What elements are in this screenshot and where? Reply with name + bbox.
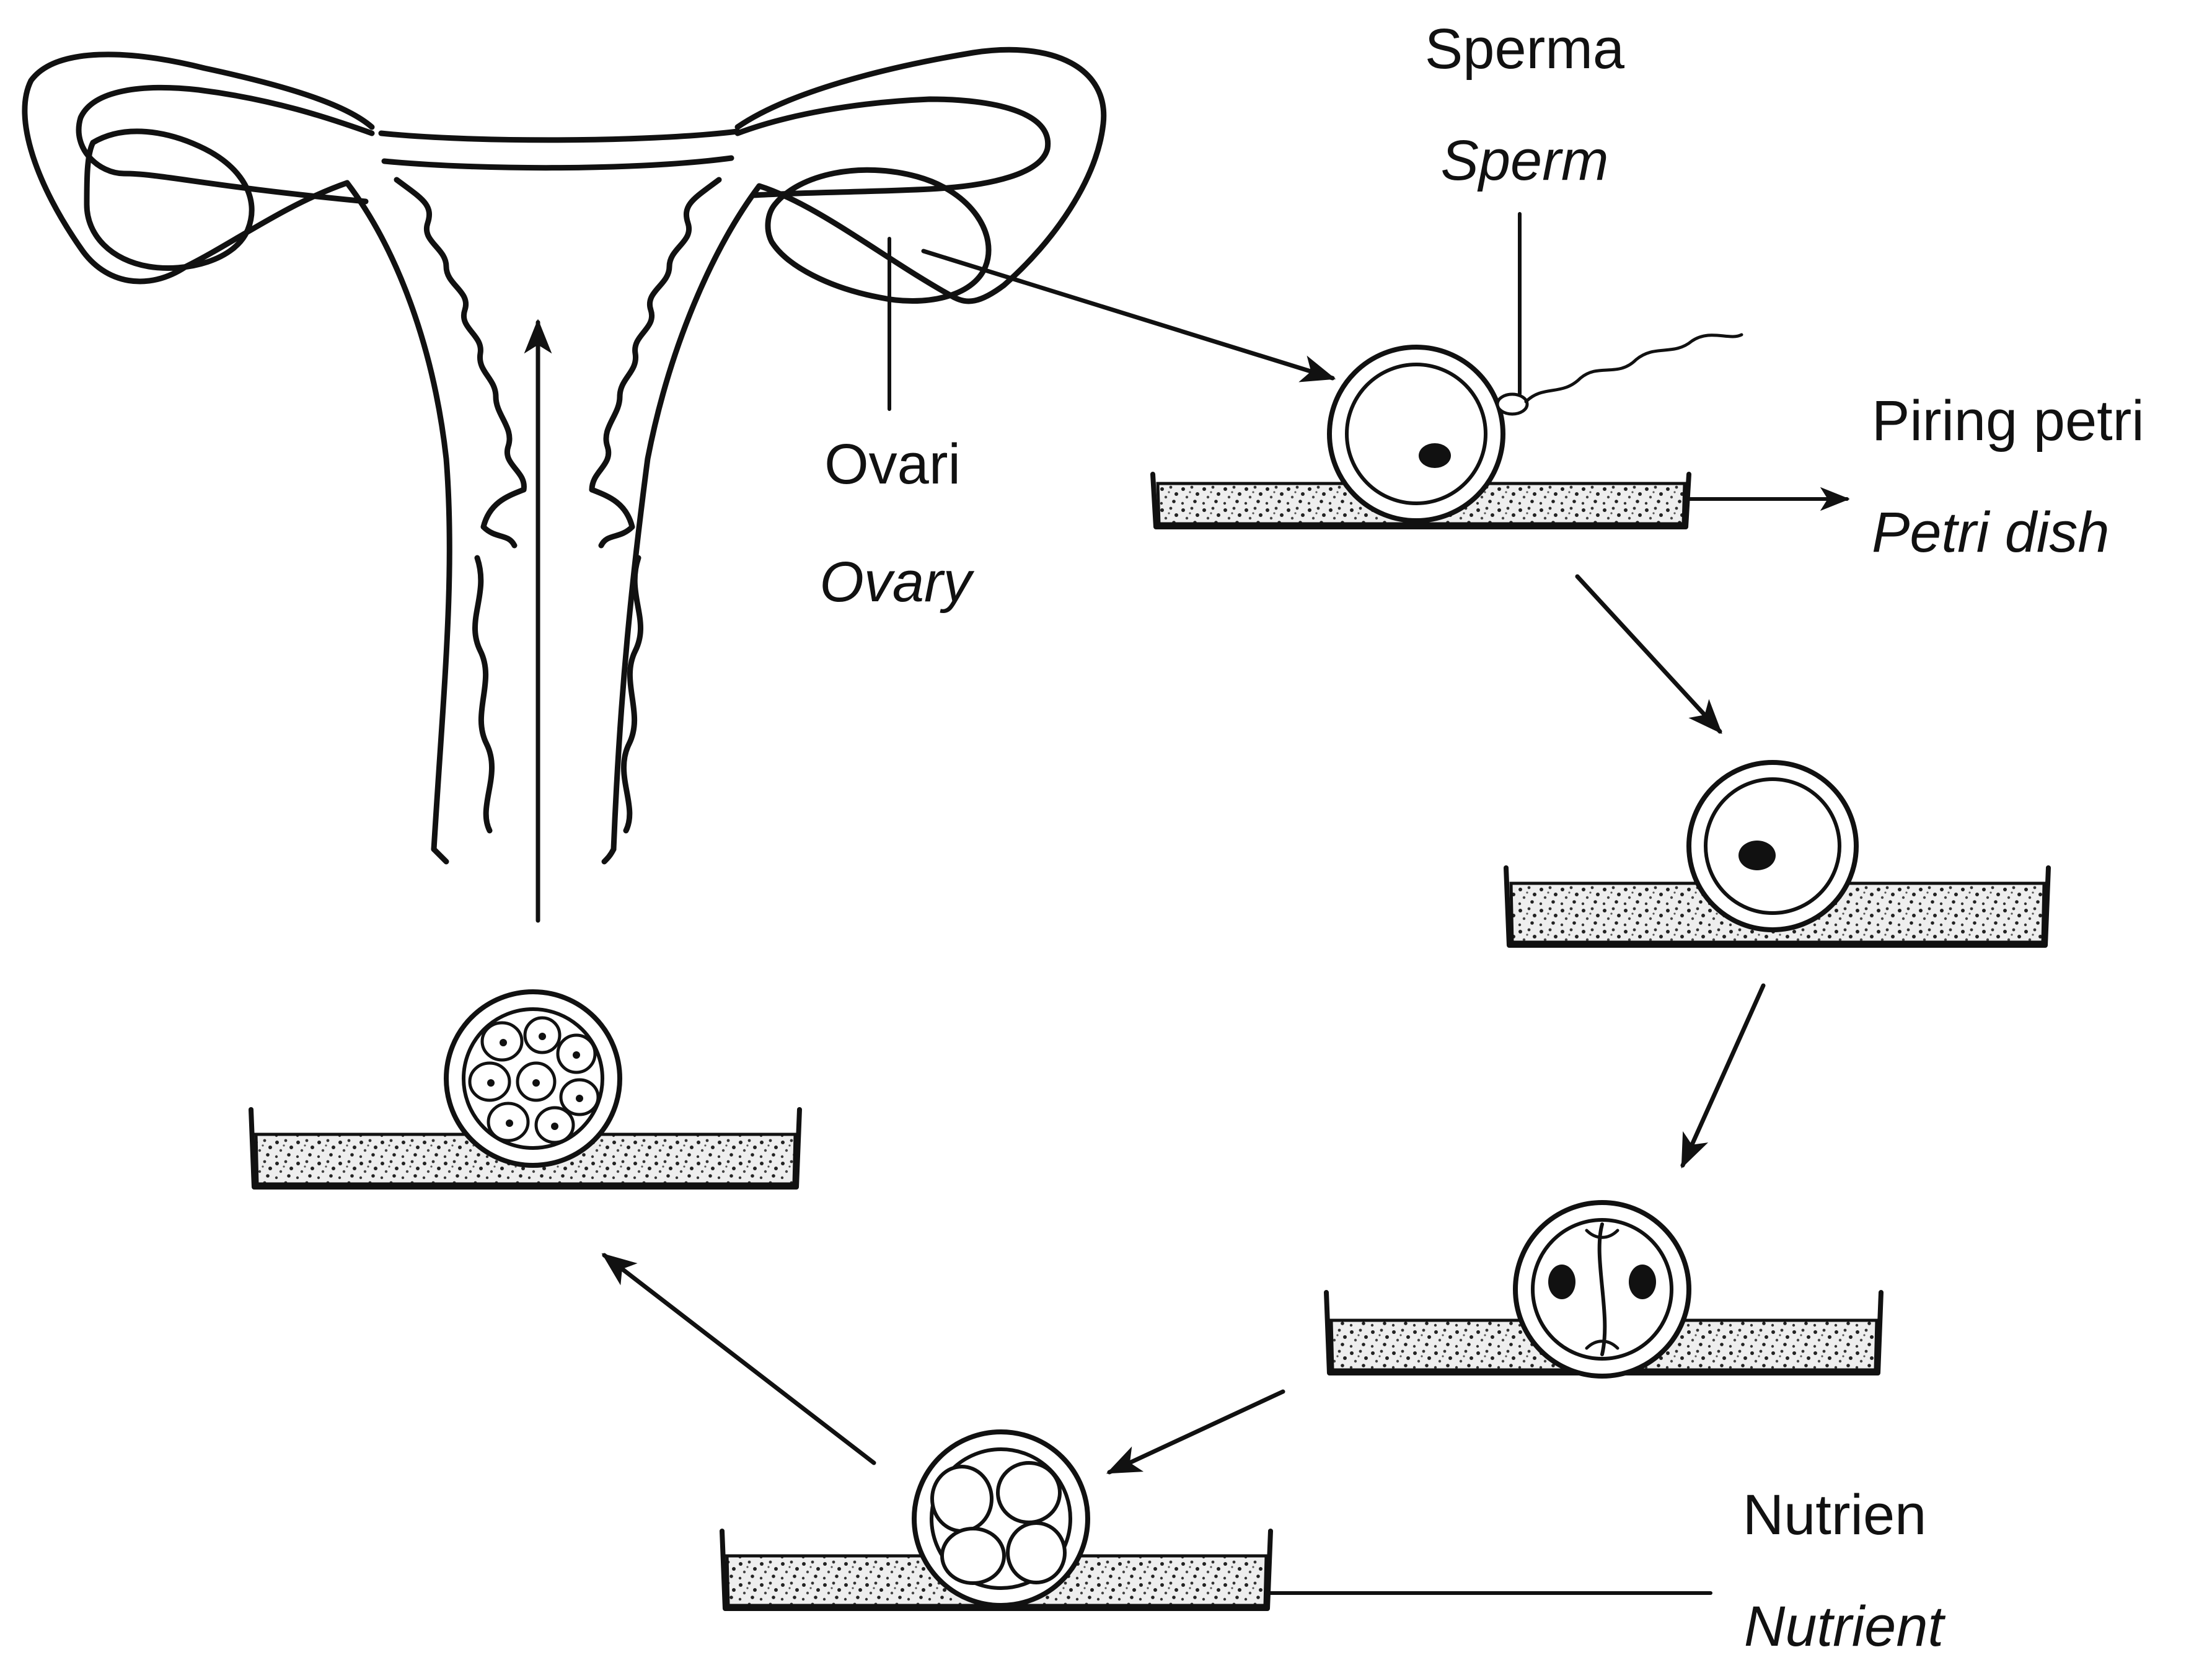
sperm-label-en: Sperm — [1441, 129, 1609, 192]
arrow-dish2-to-dish3 — [1683, 986, 1763, 1165]
zygote-membrane — [1706, 779, 1840, 913]
arrow-dish1-to-dish2 — [1577, 576, 1720, 731]
cervix — [483, 490, 632, 545]
dish-two-cell — [1326, 1203, 1881, 1376]
arrow-dish3-to-dish4 — [1109, 1392, 1283, 1472]
dish-fertilisation — [1153, 335, 1742, 527]
dish-blastocyst — [251, 992, 800, 1187]
dish-four-cell — [722, 1432, 1271, 1609]
arrow-dish4-to-dish5 — [604, 1255, 874, 1463]
blastomere-nucleus — [1629, 1265, 1656, 1299]
blastomere — [942, 1529, 1004, 1583]
sperm-label-ms: Sperma — [1425, 17, 1625, 81]
arrow-ovary-to-dish — [923, 251, 1333, 378]
ovum-membrane — [1347, 364, 1486, 503]
uterine-lining-right — [592, 180, 719, 490]
uterus-fundus — [381, 131, 738, 168]
petri-label-en: Petri dish — [1872, 501, 2110, 564]
vagina-outline — [434, 849, 614, 862]
uterine-lining-left — [397, 180, 524, 490]
ovum-nucleus — [1419, 443, 1451, 468]
blastomere — [1008, 1523, 1065, 1583]
dish-zygote — [1506, 762, 2048, 945]
zygote-nucleus — [1738, 841, 1776, 870]
nutrient-label-en: Nutrient — [1744, 1595, 1946, 1657]
ovary-label-en: Ovary — [819, 550, 974, 614]
petri-label-ms: Piring petri — [1872, 389, 2144, 453]
left-ovary — [87, 131, 252, 268]
sperm-head — [1497, 394, 1527, 414]
sperm-tail — [1526, 335, 1742, 402]
ovary-label-ms: Ovari — [824, 433, 961, 496]
blastomere-nucleus — [1548, 1265, 1575, 1299]
blastomere — [998, 1463, 1060, 1522]
blastomere — [932, 1467, 992, 1531]
fallopian-tube-inner — [79, 87, 1048, 201]
vaginal-wall-left — [475, 558, 491, 831]
nutrient-label-ms: Nutrien — [1743, 1483, 1927, 1547]
